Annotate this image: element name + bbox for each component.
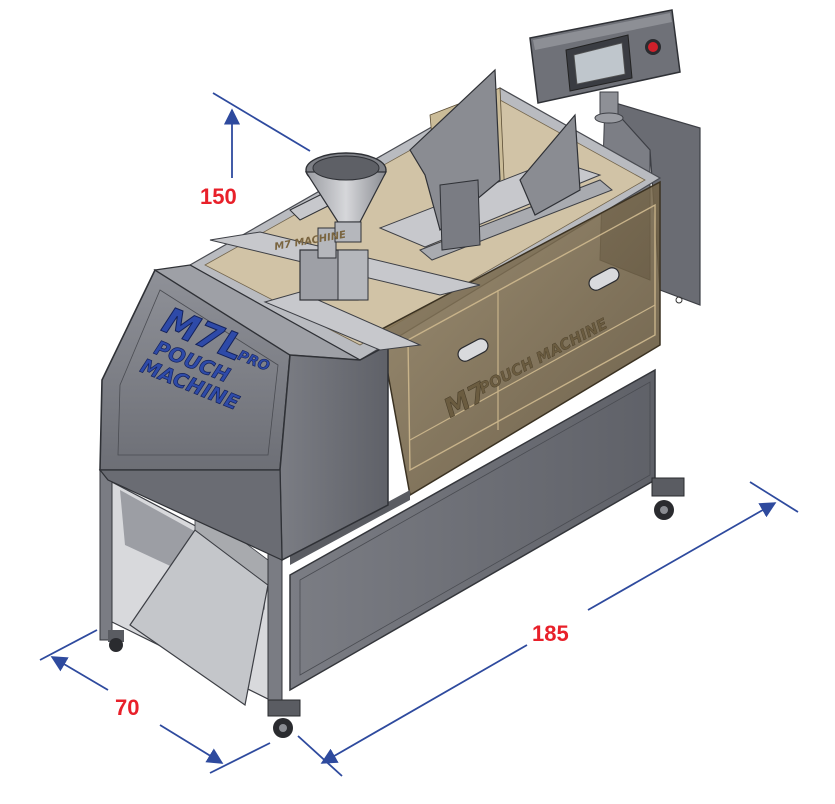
dimension-depth: 70 [39, 629, 271, 774]
guide-plate-front [439, 113, 581, 251]
window-handle-left[interactable] [456, 336, 491, 363]
caster-back-right [651, 477, 685, 520]
front-left-leg [99, 469, 113, 641]
front-upper-panel [98, 264, 389, 562]
dimension-height-label: 150 [200, 184, 237, 209]
right-side-window [379, 180, 661, 497]
caster-front-left [108, 630, 124, 652]
control-panel-arm [594, 91, 624, 124]
touch-screen[interactable] [565, 34, 633, 92]
dimension-depth-label: 70 [115, 695, 139, 720]
caster-front-center [267, 699, 301, 738]
dimension-length-label: 185 [532, 621, 569, 646]
window-handle-right[interactable] [587, 265, 622, 292]
dimension-length: 185 [297, 481, 799, 777]
hopper-funnel [304, 152, 387, 243]
dimension-height: 150 [200, 92, 311, 209]
emergency-stop-button[interactable] [645, 39, 661, 55]
